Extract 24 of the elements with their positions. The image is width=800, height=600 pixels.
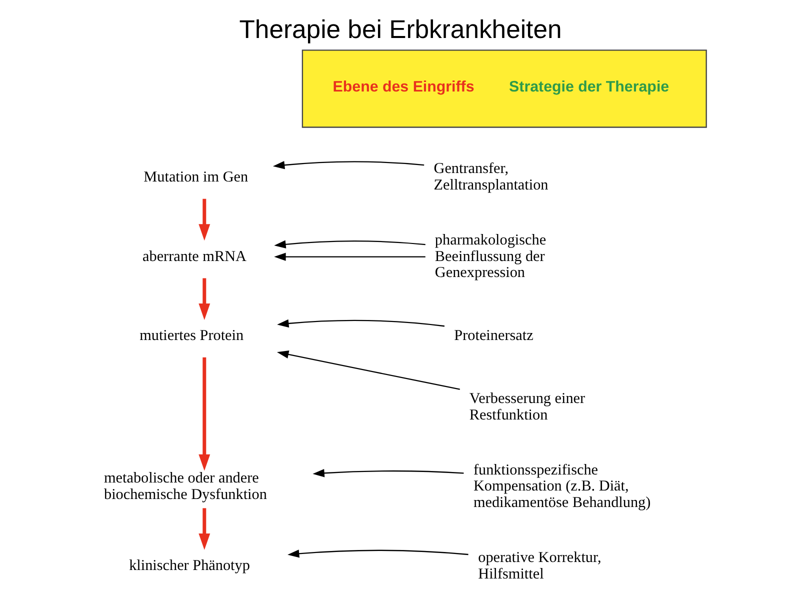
node-text: Proteinersatz [454,327,533,344]
node-text: funktionsspezifische Kompensation (z.B. Diät, medikamentöse Behandlung) [472,461,650,512]
arrow [198,278,210,320]
node-text: pharmakologische Beeinflussung der Genexpression [434,231,546,282]
node-text: klinischer Phänotyp [128,557,250,574]
arrow [276,319,444,328]
arrow [272,161,424,170]
node-text: Verbesserung einer Restfunktion [468,390,585,424]
arrow [276,350,460,390]
node-box: Ebene des Eingriffs Strategie der Therapie [301,50,706,128]
node-text: Mutation im Gen [143,168,248,186]
arrow [198,198,210,241]
node-text: operative Korrektur, Hilfsmittel [478,548,601,582]
node-text: Gentransfer, Zelltransplantation [433,160,548,194]
arrow [274,240,425,248]
node-text: aberrante mRNA [142,248,246,265]
arrow [198,357,210,471]
arrow [312,469,464,478]
diagram-title: Therapie bei Erbkrankheiten [238,16,562,44]
node-text: metabolische oder andere biochemische Dysfunktion [104,470,266,503]
arrow [287,550,468,558]
arrow [198,508,210,550]
node-text: mutiertes Protein [139,327,244,344]
arrow [274,252,425,261]
